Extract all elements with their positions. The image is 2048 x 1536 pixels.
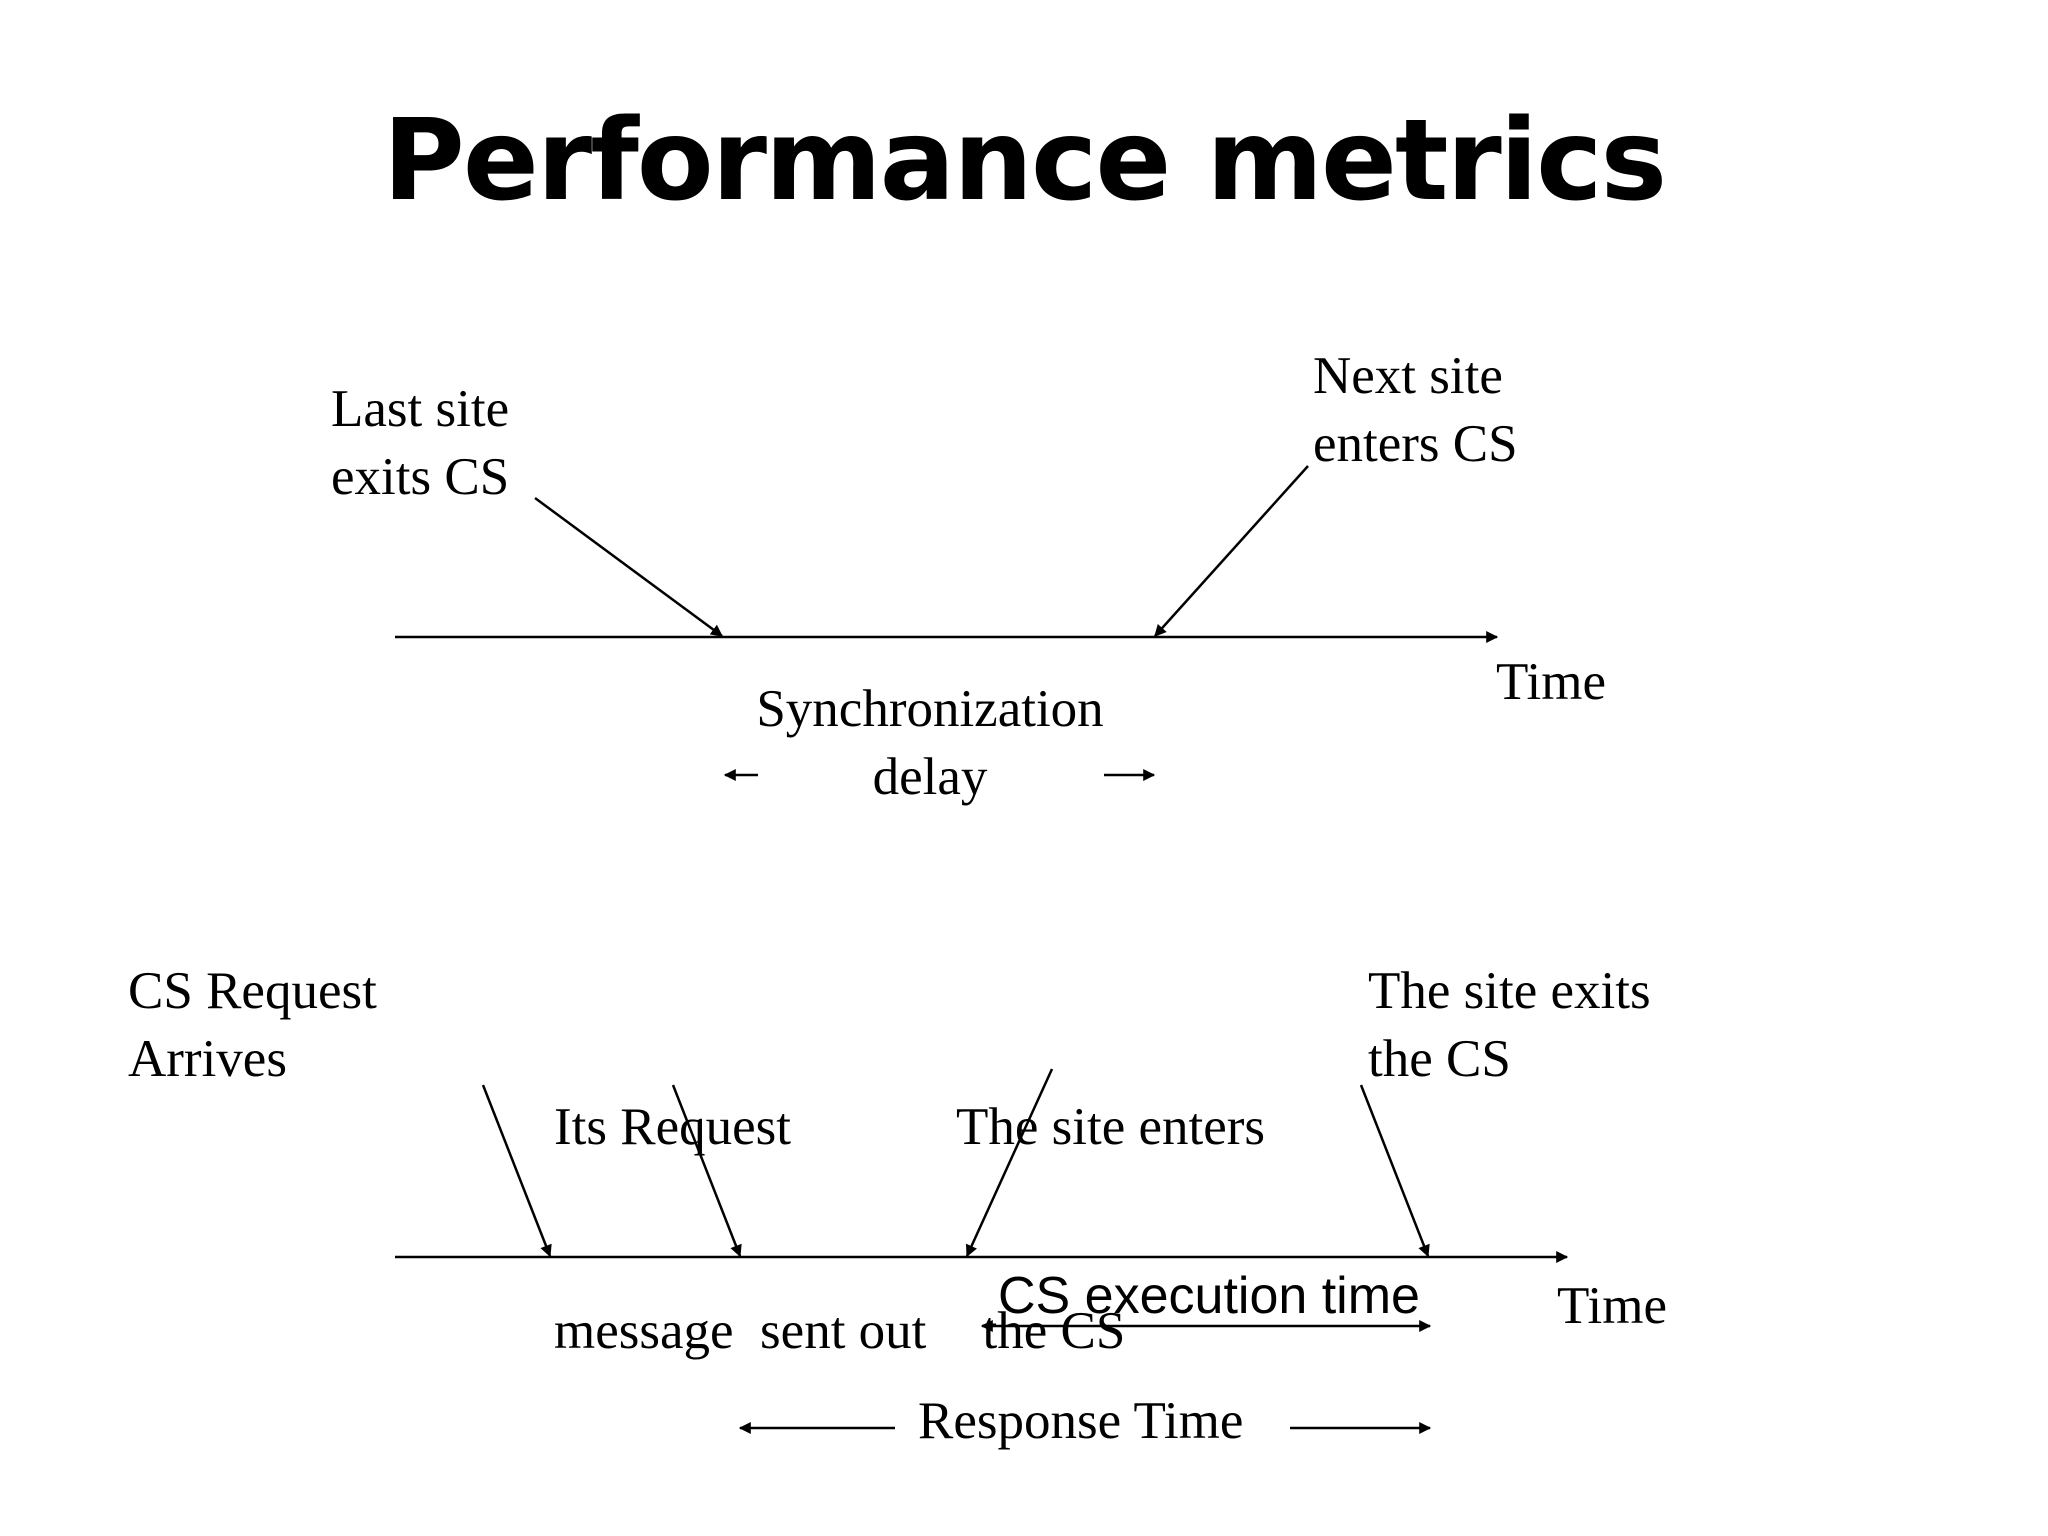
sync-delay-label: Synchronization delay xyxy=(730,675,1130,811)
cs-request-line-1: CS Request xyxy=(128,962,377,1020)
request-sent-line-1: Its Request xyxy=(554,1098,791,1156)
bottom-time-label: Time xyxy=(1557,1277,1667,1335)
site-exits-line-1: The site exits xyxy=(1368,962,1651,1020)
next-site-line-2: enters CS xyxy=(1313,415,1518,473)
site-exits-line-2: the CS xyxy=(1368,1030,1511,1088)
cs-request-line-2: Arrives xyxy=(128,1030,287,1088)
request-sent-pointer xyxy=(671,1084,742,1258)
site-exits-label: The site exits the CS xyxy=(1368,957,1651,1093)
request-sent-label: Its Request message sent out xyxy=(554,957,926,1433)
cs-request-label: CS Request Arrives xyxy=(128,957,377,1093)
sync-delay-line-1: Synchronization xyxy=(756,680,1104,738)
top-time-label: Time xyxy=(1496,653,1606,711)
last-site-label: Last site exits CS xyxy=(331,375,509,511)
slide-title: Performance metrics xyxy=(382,96,1667,226)
cs-request-pointer xyxy=(481,1084,552,1258)
cs-execution-label: CS execution time xyxy=(998,1267,1420,1325)
last-site-pointer xyxy=(534,496,723,638)
request-sent-line-2: message sent out xyxy=(554,1302,927,1360)
response-time-label: Response Time xyxy=(918,1392,1244,1450)
next-site-line-1: Next site xyxy=(1313,347,1503,405)
site-enters-pointer xyxy=(965,1068,1054,1258)
next-site-label: Next site enters CS xyxy=(1313,342,1518,478)
last-site-line-2: exits CS xyxy=(331,448,510,506)
site-exits-pointer xyxy=(1359,1084,1430,1258)
next-site-pointer xyxy=(1154,465,1309,637)
last-site-line-1: Last site xyxy=(331,380,510,438)
sync-delay-line-2: delay xyxy=(872,748,988,806)
